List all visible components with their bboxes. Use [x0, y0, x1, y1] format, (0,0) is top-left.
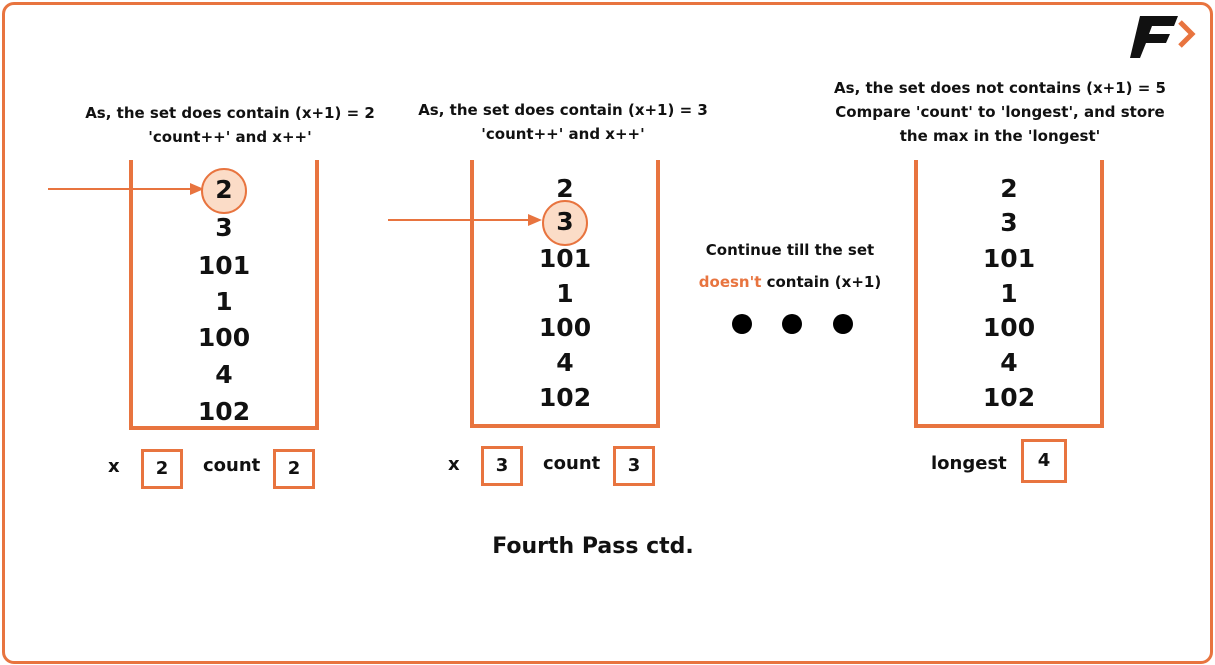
set-value: 102 [982, 383, 1036, 412]
set-value: 1 [215, 287, 233, 316]
arrow-head-panel-1 [190, 183, 204, 195]
highlight-circle [542, 200, 588, 246]
panel-3-caption: As, the set does not contains (x+1) = 5 … [820, 76, 1180, 148]
doesnt-highlight: doesn't [698, 273, 762, 291]
set-value: 3 [215, 213, 233, 242]
x-value-box: 3 [481, 446, 523, 486]
ellipsis-dot [833, 314, 853, 334]
set-value: 2 [556, 174, 574, 203]
set-value: 101 [538, 244, 592, 273]
caption-line: the max in the 'longest' [899, 127, 1101, 145]
x-label: x [448, 454, 460, 475]
count-value-box: 3 [613, 446, 655, 486]
longest-label: longest [931, 453, 1007, 474]
continue-note-line-2: doesn't contain (x+1) [690, 266, 890, 298]
set-value: 4 [1000, 348, 1018, 377]
continue-note: Continue till the set doesn't contain (x… [690, 234, 890, 298]
set-value: 2 [1000, 174, 1018, 203]
brand-logo-icon [1130, 16, 1196, 58]
caption-line: 'count++' and x++' [148, 128, 312, 146]
x-label: x [108, 456, 120, 477]
set-value: 100 [982, 313, 1036, 342]
set-value: 4 [215, 360, 233, 389]
panel-3-set-bucket: 2 3 101 1 100 4 102 [914, 160, 1104, 428]
panel-2-set-bucket: 2 3 101 1 100 4 102 [470, 160, 660, 428]
set-value: 1 [1000, 279, 1018, 308]
set-value: 1 [556, 279, 574, 308]
longest-value-box: 4 [1021, 439, 1067, 483]
panel-2-caption: As, the set does contain (x+1) = 3 'coun… [393, 98, 733, 146]
count-label: count [543, 453, 601, 474]
x-value-box: 2 [141, 449, 183, 489]
set-value: 101 [982, 244, 1036, 273]
set-value: 101 [197, 251, 251, 280]
panel-1-caption: As, the set does contain (x+1) = 2 'coun… [60, 101, 400, 149]
panel-1-set-bucket: 2 3 101 1 100 4 102 [129, 160, 319, 430]
set-value: 2 [133, 168, 315, 214]
count-value-box: 2 [273, 449, 315, 489]
continue-note-rest: contain (x+1) [761, 273, 882, 291]
caption-line: 'count++' and x++' [481, 125, 645, 143]
set-value: 4 [556, 348, 574, 377]
set-value: 102 [538, 383, 592, 412]
ellipsis-dot [782, 314, 802, 334]
caption-line: As, the set does not contains (x+1) = 5 [834, 79, 1166, 97]
set-value: 100 [197, 323, 251, 352]
set-value: 3 [474, 200, 656, 246]
highlight-circle [201, 168, 247, 214]
caption-line: As, the set does contain (x+1) = 3 [418, 101, 708, 119]
set-value: 3 [1000, 208, 1018, 237]
ellipsis-dot [732, 314, 752, 334]
diagram-title: Fourth Pass ctd. [492, 534, 694, 559]
continue-note-line-1: Continue till the set [705, 241, 875, 259]
count-label: count [203, 455, 261, 476]
caption-line: As, the set does contain (x+1) = 2 [85, 104, 375, 122]
set-value: 102 [197, 397, 251, 426]
caption-line: Compare 'count' to 'longest', and store [835, 103, 1165, 121]
arrow-head-panel-2 [528, 214, 542, 226]
set-value: 100 [538, 313, 592, 342]
